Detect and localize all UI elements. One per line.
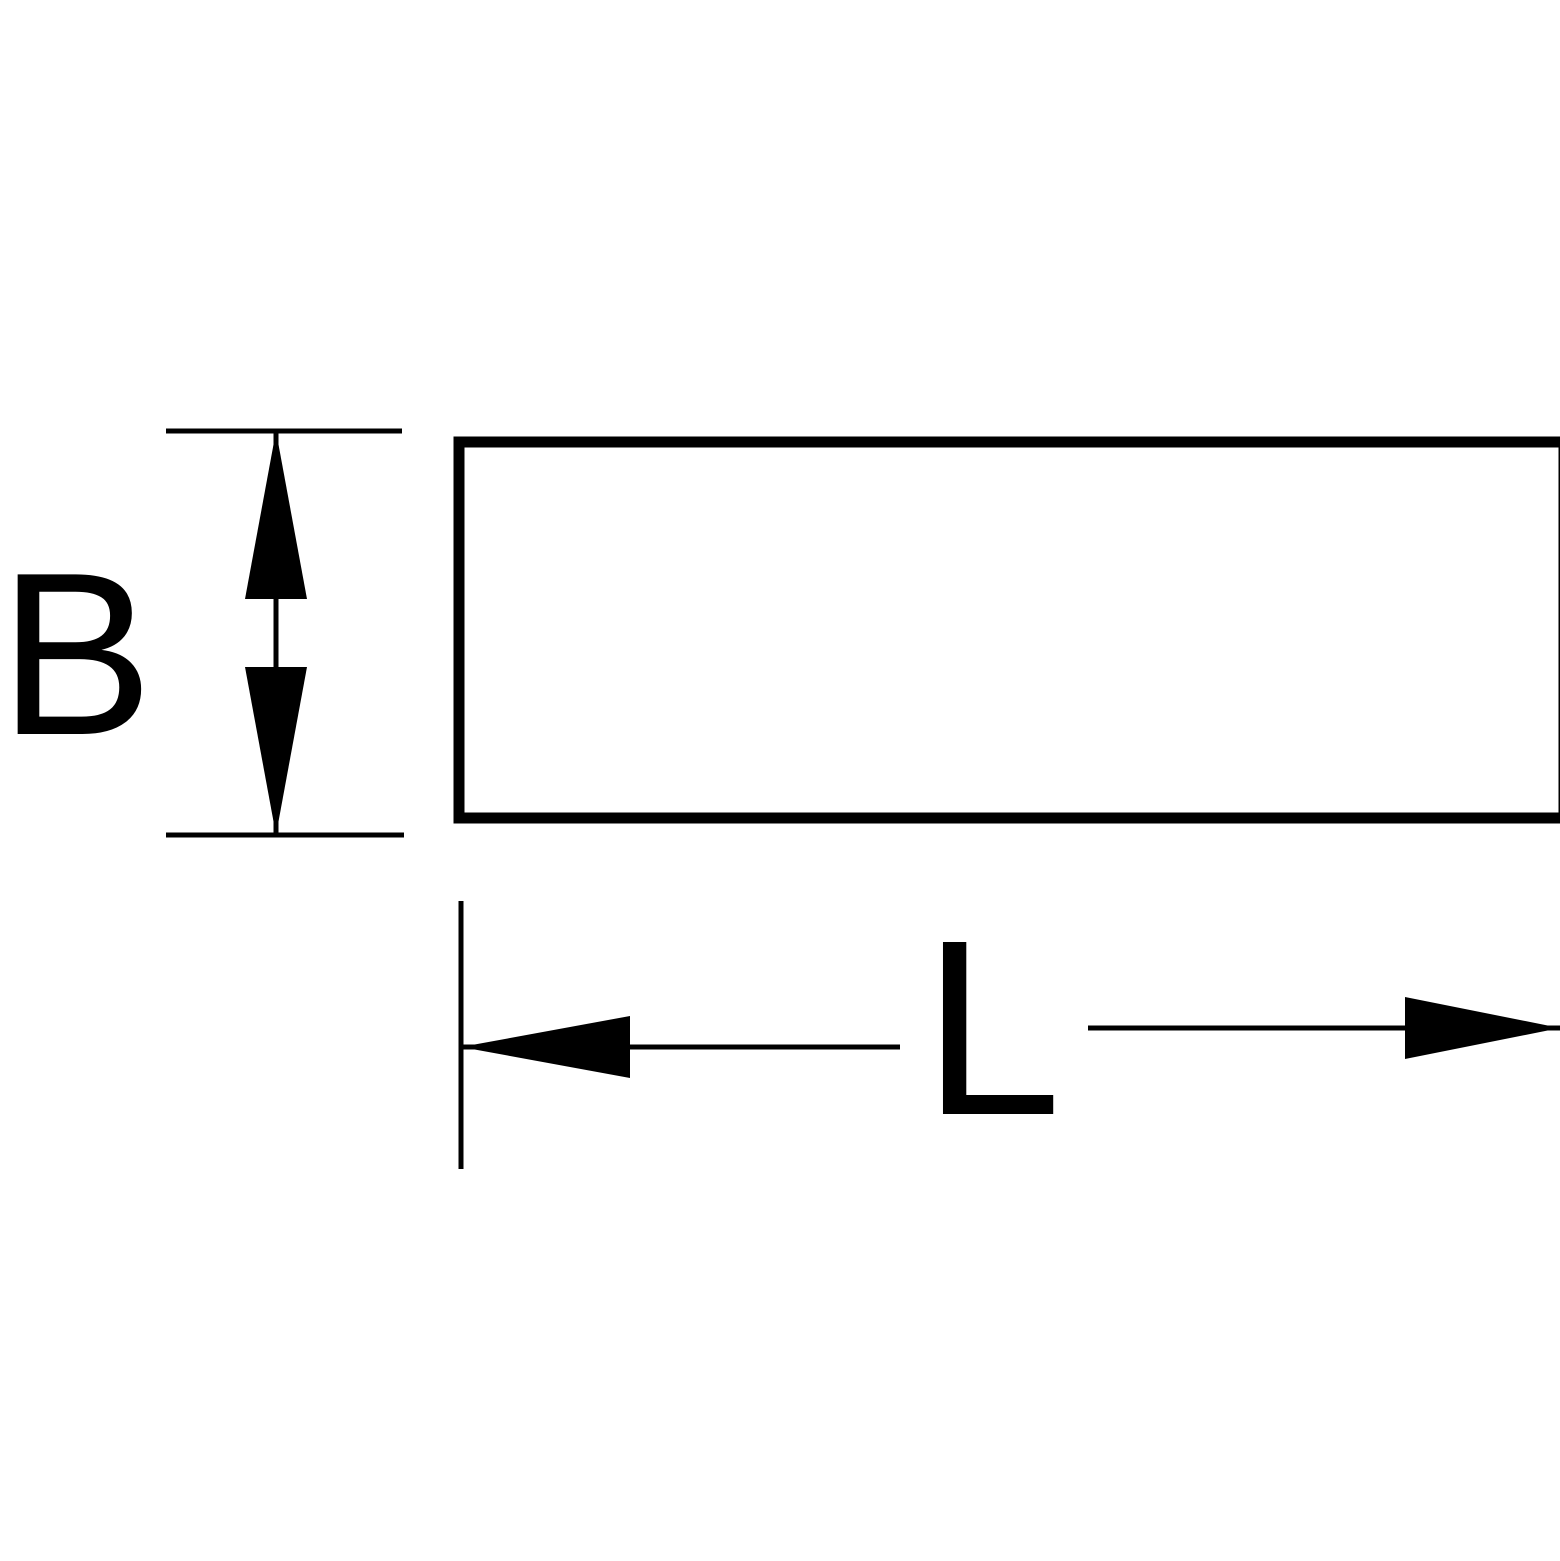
b-arrow-up-icon xyxy=(245,431,307,599)
part-outline-rectangle xyxy=(453,436,1560,824)
b-arrow-down-icon xyxy=(245,667,307,835)
l-dimension-label: L xyxy=(922,888,1061,1167)
b-dimension-label: B xyxy=(0,525,153,784)
l-arrow-left-icon xyxy=(461,1016,630,1078)
l-arrow-right-icon xyxy=(1405,997,1560,1059)
